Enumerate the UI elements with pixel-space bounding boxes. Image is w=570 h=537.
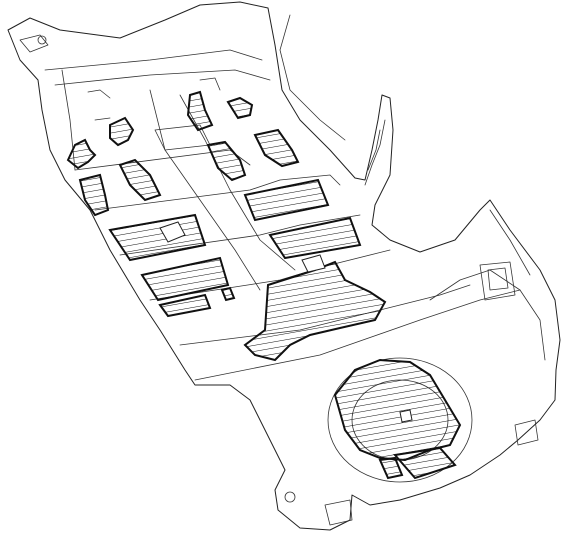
pad-front-right-side (253, 128, 300, 168)
pad-front-right-small (226, 96, 254, 120)
pad-rear-strip (158, 293, 212, 318)
pad-rear-dot (220, 286, 236, 302)
pad-wheelwell-main (333, 358, 462, 462)
body-sill (19, 34, 539, 526)
pad-front-left-side (118, 158, 162, 202)
pad-front-right-mid (206, 140, 247, 182)
pad-wheelwell-side (378, 456, 404, 480)
pad-rear-left-upper (108, 213, 207, 262)
pad-wheelwell-lower (393, 446, 457, 480)
pad-cutouts (159, 221, 413, 423)
pad-rear-left-lower (140, 256, 230, 302)
pad-rear-right-upper (243, 178, 330, 222)
pad-front-left-mid (78, 173, 110, 217)
pad-front-left-small (66, 138, 97, 170)
pad-cargo-large (243, 260, 387, 362)
pad-rear-right-lower (268, 216, 362, 260)
insulation-pads (66, 90, 462, 480)
pad-front-right-upper (186, 90, 214, 132)
pad-front-left-upper (109, 116, 135, 147)
